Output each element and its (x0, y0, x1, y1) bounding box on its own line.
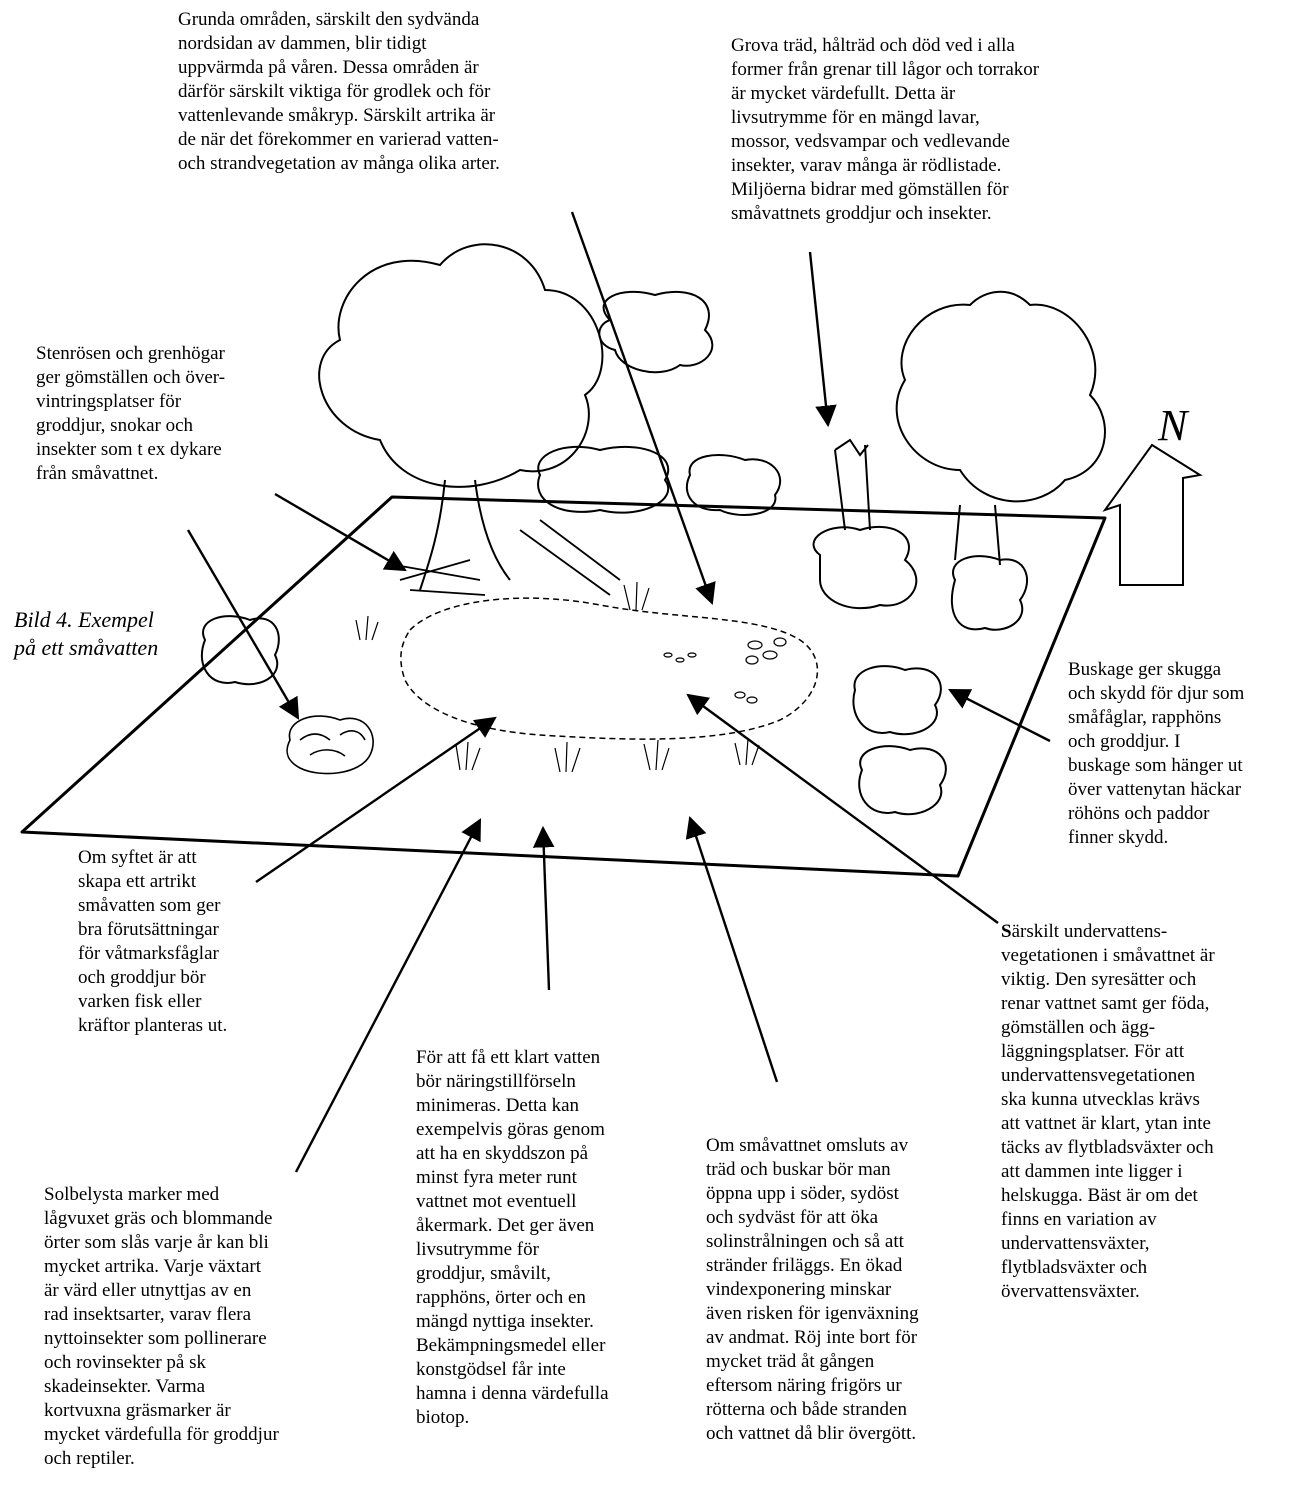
arrow-shrubs (950, 690, 1050, 741)
arrow-underwater (688, 695, 998, 923)
tree-right (897, 292, 1105, 565)
arrow-shallow-areas (572, 212, 712, 603)
annotation-clear-water: För att få ett klart vatten bör näringst… (416, 1046, 609, 1430)
shrub-left (202, 616, 279, 684)
north-arrow (1105, 445, 1200, 585)
shrubs-right (814, 527, 1028, 814)
annotation-no-fish: Om syftet är att skapa ett artrikt småva… (78, 846, 227, 1038)
arrow-clear-water (543, 828, 549, 990)
annotation-sunny-meadows: Solbelysta marker med lågvuxet gräs och … (44, 1183, 279, 1471)
arrow-open-south (690, 818, 777, 1082)
branch-pile (395, 520, 620, 595)
arrow-stone-piles-2 (188, 530, 298, 718)
annotation-underwater: Särskilt undervattens- vegetationen i sm… (1001, 920, 1215, 1304)
annotation-shallow-areas: Grunda områden, särskilt den sydvända no… (178, 8, 500, 176)
annotation-stone-piles: Stenrösen och grenhögar ger gömställen o… (36, 342, 225, 486)
annotation-open-south: Om småvattnet omsluts av träd och buskar… (706, 1134, 919, 1446)
annotation-shrubs: Buskage ger skugga och skydd för djur so… (1068, 658, 1244, 850)
figure-caption: Bild 4. Exempel på ett småvatten (14, 606, 158, 662)
annotation-underwater-body: ärskilt undervattens- vegetationen i små… (1001, 921, 1215, 1302)
arrow-stone-piles-1 (275, 494, 405, 570)
tree-center (538, 292, 780, 515)
stone-pile (287, 716, 373, 773)
arrow-dead-wood (810, 252, 828, 425)
pond-water (401, 598, 818, 739)
snag (835, 440, 870, 530)
annotation-underwater-lead: S (1001, 921, 1012, 942)
north-label: N (1157, 401, 1190, 450)
annotation-dead-wood: Grova träd, hålträd och död ved i alla f… (731, 34, 1039, 226)
tree-left (319, 244, 602, 590)
